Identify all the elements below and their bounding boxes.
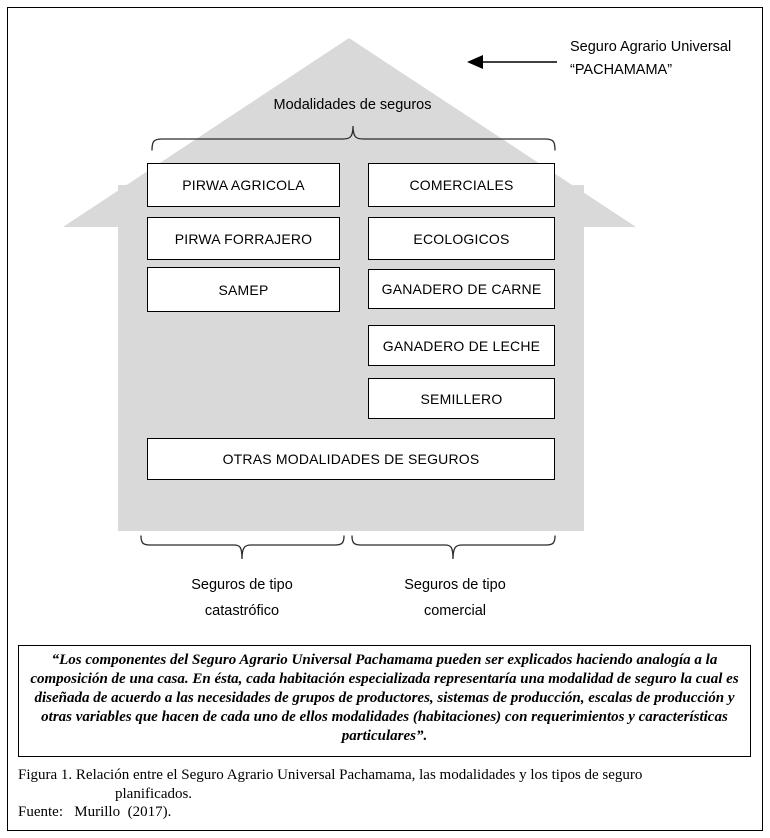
left-brace-label: Seguros de tipo catastrófico: [142, 572, 342, 624]
modality-box-ganadero-carne: GANADERO DE CARNE: [368, 269, 555, 309]
modality-box-otras: OTRAS MODALIDADES DE SEGUROS: [147, 438, 555, 480]
modality-box-pirwa-agricola: PIRWA AGRICOLA: [147, 163, 340, 207]
modality-box-samep: SAMEP: [147, 267, 340, 312]
arrow-left-icon: [467, 55, 483, 69]
right-brace-label-line-1: Seguros de tipo: [404, 577, 506, 593]
modality-box-pirwa-forrajero: PIRWA FORRAJERO: [147, 217, 340, 260]
caption-line-2: planificados.: [115, 785, 193, 802]
left-brace-label-line-1: Seguros de tipo: [191, 577, 293, 593]
modality-box-semillero: SEMILLERO: [368, 378, 555, 419]
modality-box-ganadero-leche: GANADERO DE LECHE: [368, 325, 555, 366]
diagram-canvas: [63, 38, 636, 560]
figure-caption: Figura 1. Relación entre el Seguro Agrar…: [18, 766, 762, 822]
right-underbrace: [351, 535, 556, 560]
left-brace-label-line-2: catastrófico: [204, 603, 280, 619]
caption-line-1: Figura 1. Relación entre el Seguro Agrar…: [18, 767, 643, 783]
quote-text: “Los componentes del Seguro Agrario Univ…: [30, 652, 739, 744]
right-brace-label-line-2: comercial: [423, 603, 487, 619]
quote-box: “Los componentes del Seguro Agrario Univ…: [18, 645, 751, 757]
right-brace-label: Seguros de tipo comercial: [355, 572, 555, 624]
roof-brace: [151, 125, 556, 151]
figure-border: [7, 7, 763, 831]
annotation-line-1: Seguro Agrario Universal: [570, 39, 732, 55]
left-underbrace: [140, 535, 345, 560]
modality-box-comerciales: COMERCIALES: [368, 163, 555, 207]
annotation-line-2: “PACHAMAMA”: [570, 62, 673, 78]
caption-source: Fuente: Murillo (2017).: [18, 804, 172, 820]
roof-label: Modalidades de seguros: [273, 97, 432, 113]
modality-box-ecologicos: ECOLOGICOS: [368, 217, 555, 260]
pachamama-annotation: Seguro Agrario Universal “PACHAMAMA”: [570, 36, 755, 82]
